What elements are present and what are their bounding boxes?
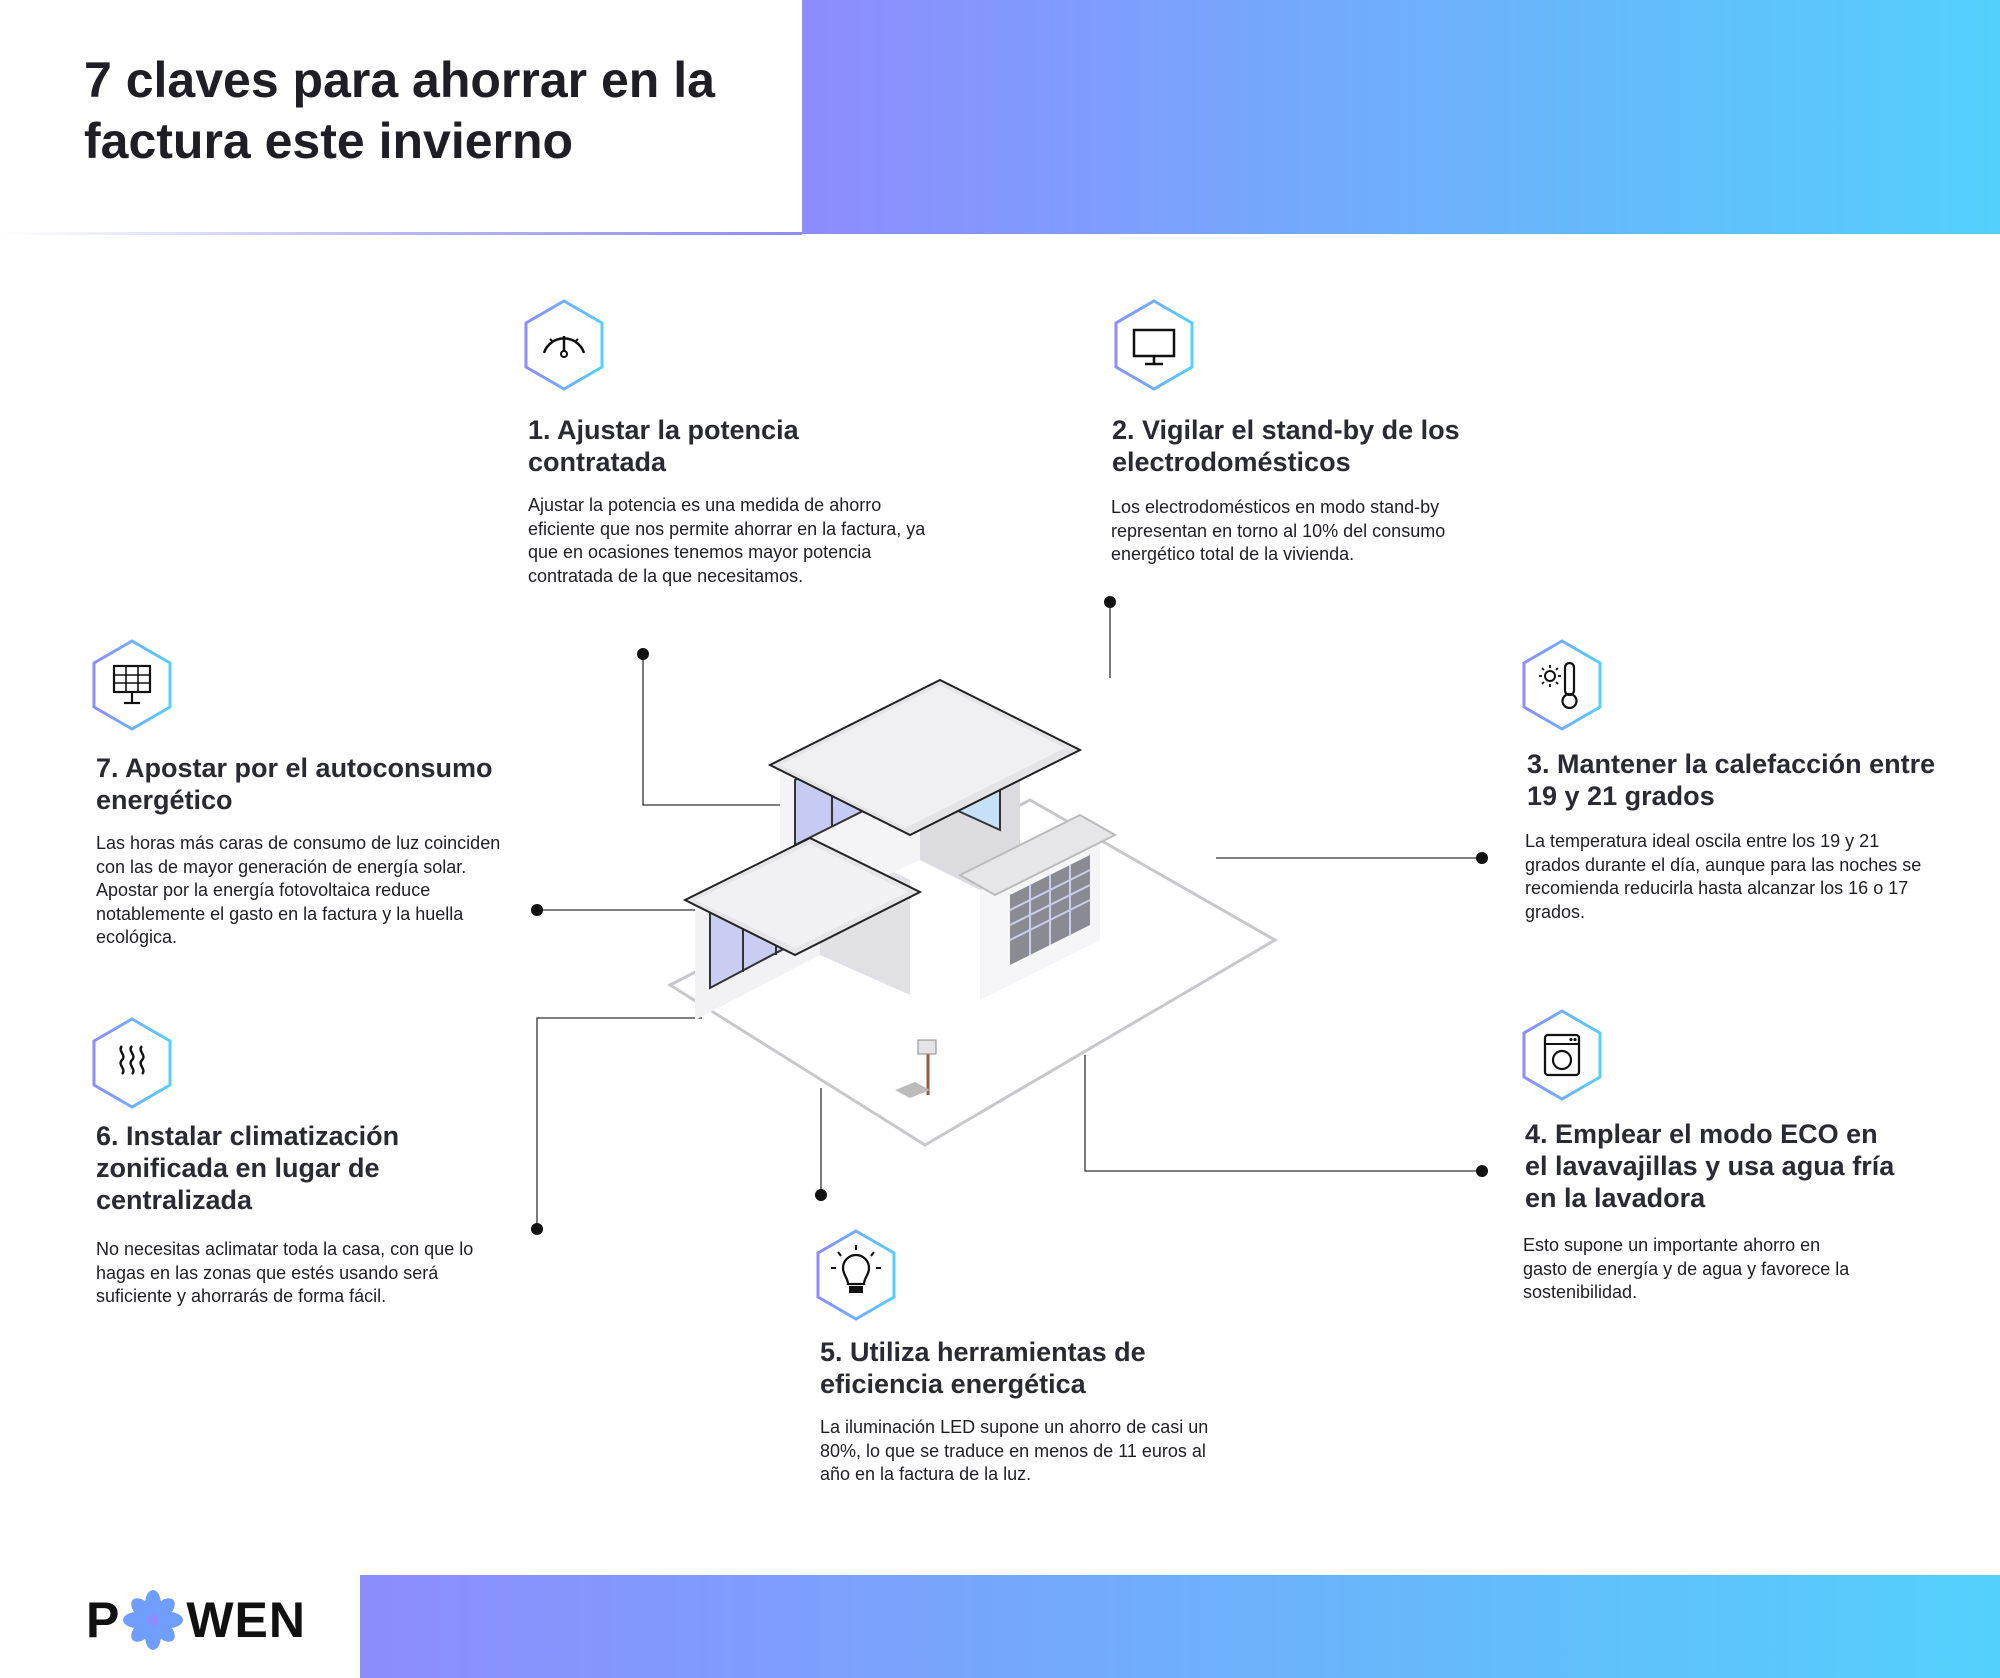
lightbulb-icon xyxy=(816,1229,896,1321)
header-gradient-band xyxy=(802,0,2000,234)
logo-text-left: P xyxy=(86,1592,121,1648)
header-divider xyxy=(0,232,802,235)
flower-logo-icon xyxy=(123,1590,184,1650)
solar-panel-icon xyxy=(92,639,172,731)
item-desc-1: Ajustar la potencia es una medida de aho… xyxy=(528,495,926,586)
gauge-icon xyxy=(524,299,604,391)
footer-gradient-band xyxy=(360,1575,2000,1678)
item-desc-2: Los electrodomésticos en modo stand-by r… xyxy=(1111,497,1446,564)
item-title-1: 1. Ajustar la potencia contratada xyxy=(528,415,799,477)
brand-logo: P WEN xyxy=(86,1588,306,1652)
logo-text-right: WEN xyxy=(186,1592,307,1648)
item-desc-5: La iluminación LED supone un ahorro de c… xyxy=(820,1417,1209,1484)
item-title-4: 4. Emplear el modo ECO en el lavavajilla… xyxy=(1525,1119,1895,1213)
house-illustration xyxy=(666,678,1278,1147)
item-title-2: 2. Vigilar el stand-by de los electrodom… xyxy=(1112,415,1460,477)
item-desc-3: La temperatura ideal oscila entre los 19… xyxy=(1525,831,1922,922)
item-desc-7: Las horas más caras de consumo de luz co… xyxy=(96,833,501,947)
item-title-6: 6. Instalar climatización zonificada en … xyxy=(96,1121,400,1215)
item-title-7: 7. Apostar por el autoconsumo energético xyxy=(96,753,493,815)
item-title-3: 3. Mantener la calefacción entre 19 y 21… xyxy=(1527,749,1936,811)
item-title-5: 5. Utiliza herramientas de eficiencia en… xyxy=(820,1337,1146,1399)
item-desc-6: No necesitas aclimatar toda la casa, con… xyxy=(96,1239,474,1306)
thermometer-icon xyxy=(1522,639,1602,731)
washing-machine-icon xyxy=(1522,1009,1602,1101)
page-title: 7 claves para ahorrar en la factura este… xyxy=(84,52,715,169)
heat-waves-icon xyxy=(92,1017,172,1109)
monitor-icon xyxy=(1114,299,1194,391)
item-desc-4: Esto supone un importante ahorro en gast… xyxy=(1523,1235,1850,1302)
